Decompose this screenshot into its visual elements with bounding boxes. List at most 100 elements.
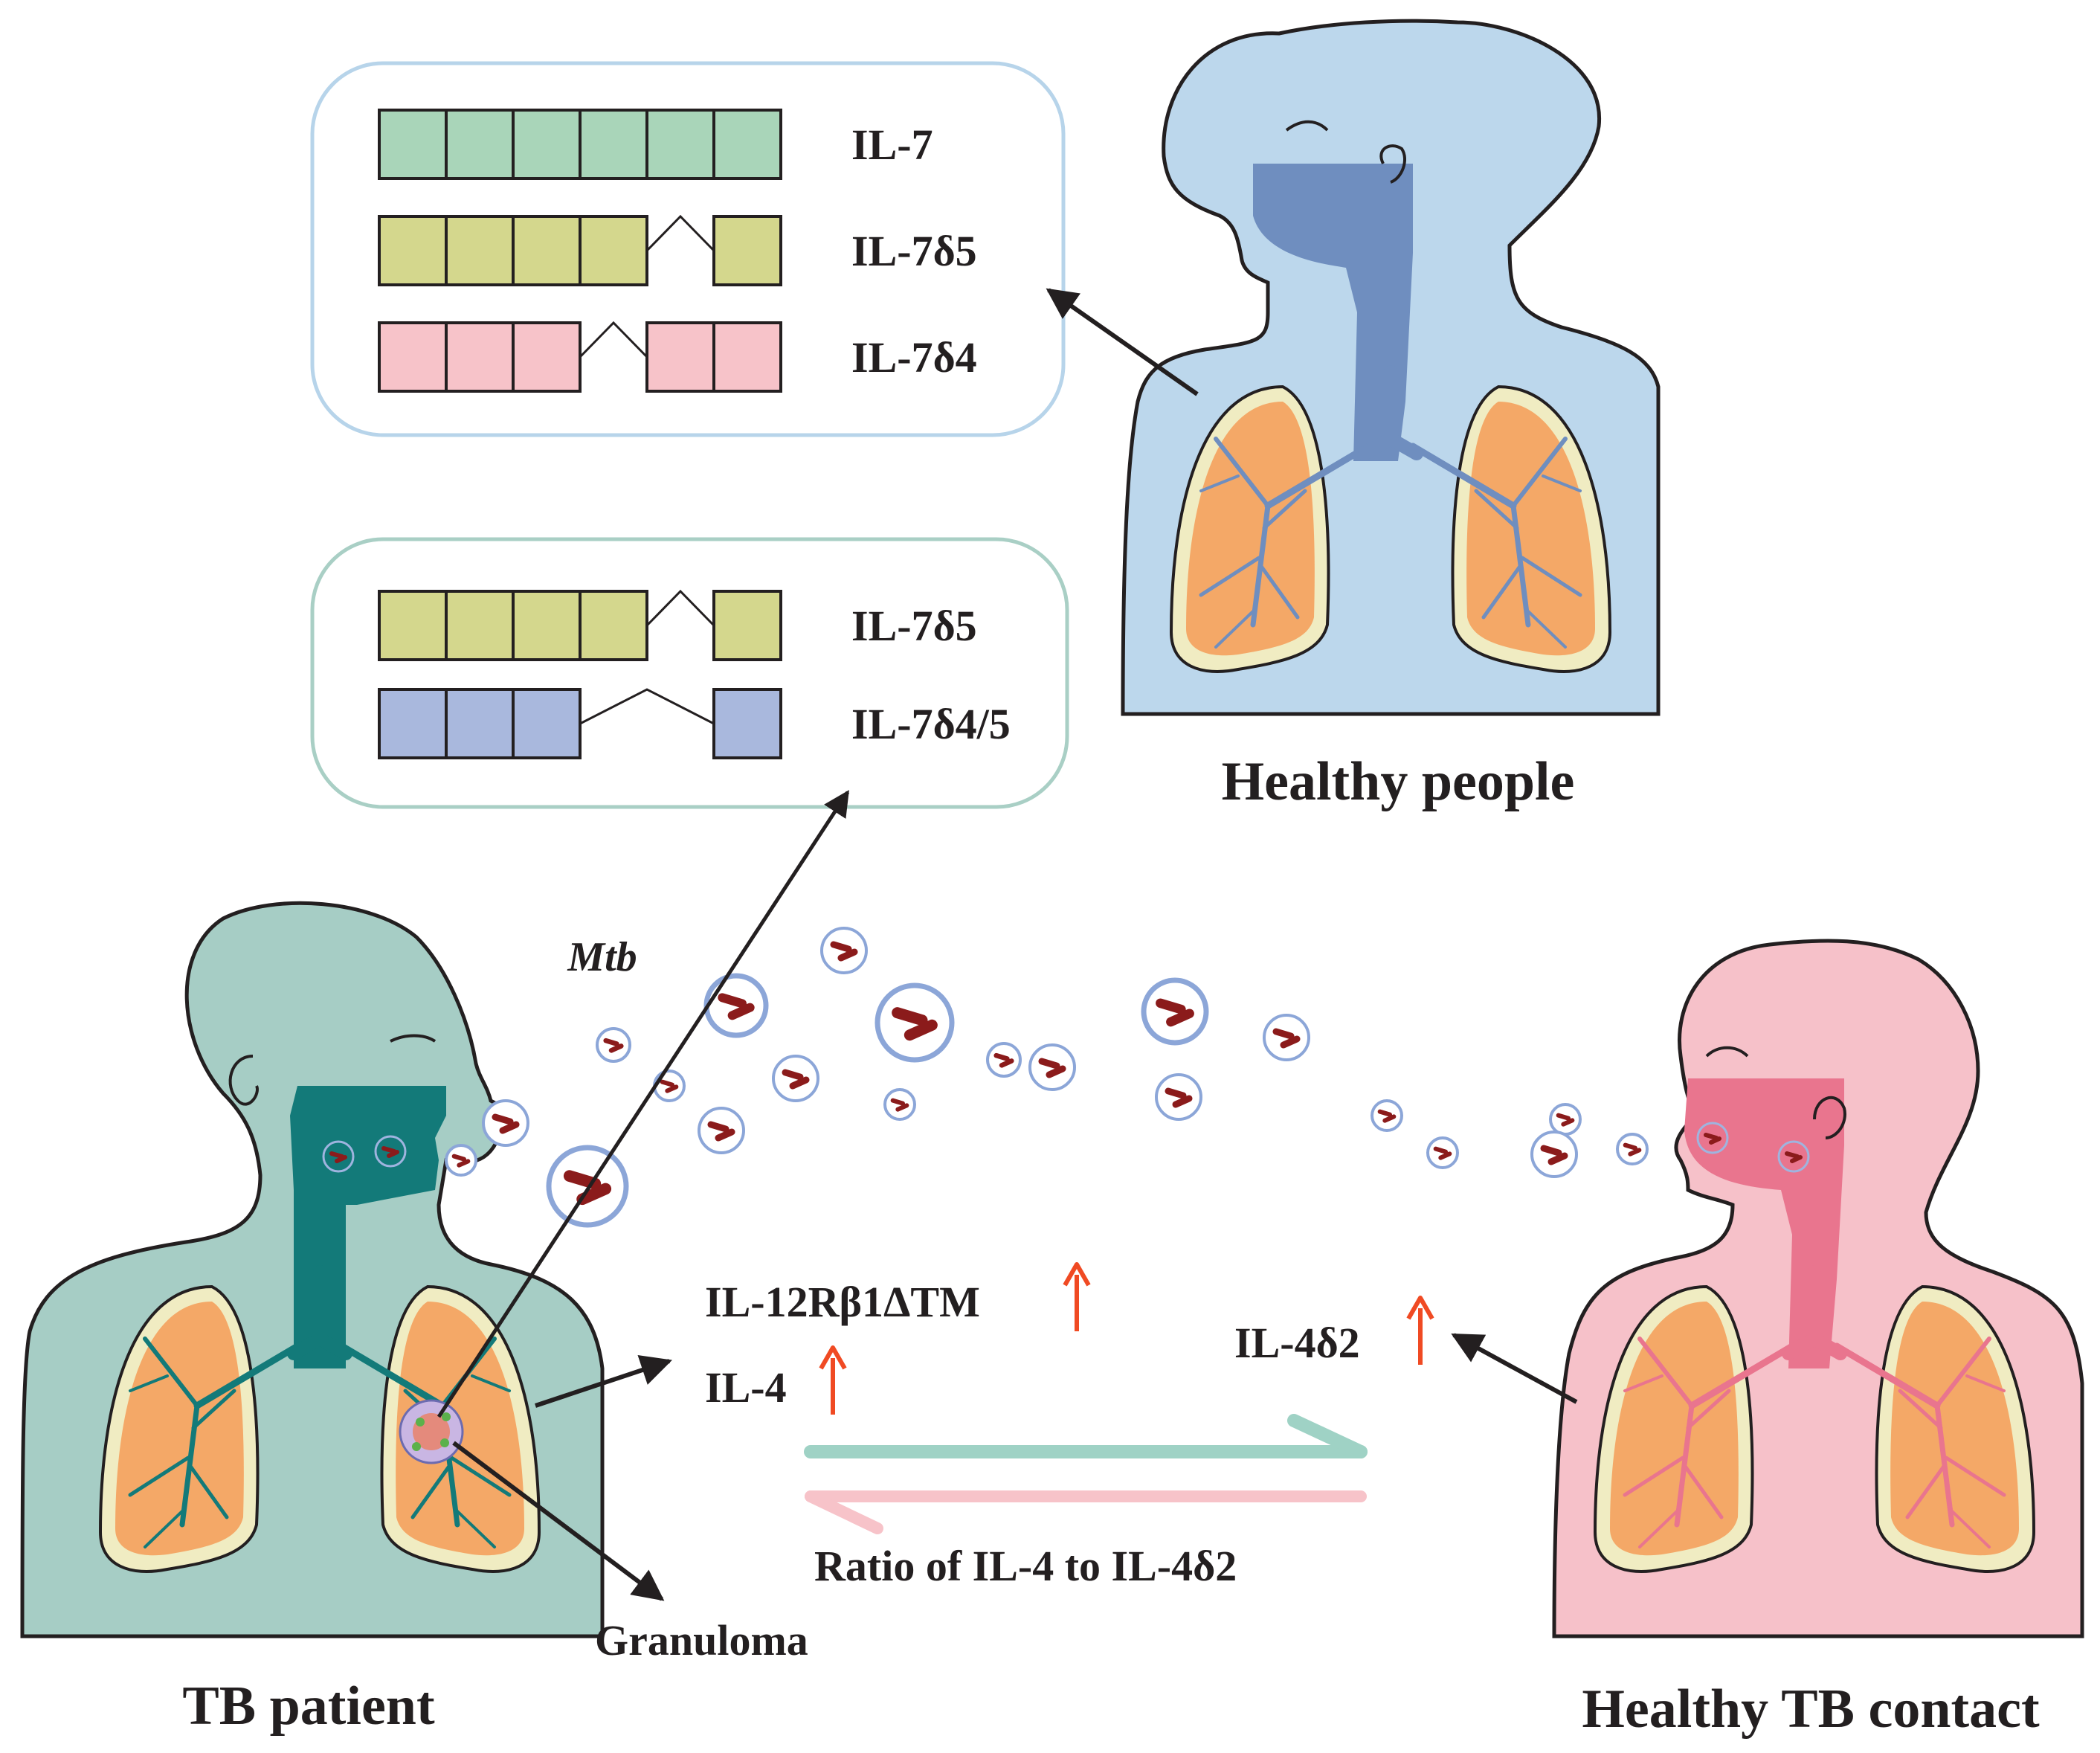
mtb-droplet [1616, 1133, 1649, 1165]
exon-2 [445, 321, 515, 393]
label-ratio: Ratio of IL-4 to IL-4δ2 [814, 1542, 1237, 1590]
exon-4 [579, 215, 648, 286]
mtb-bacterium [1785, 1151, 1803, 1163]
mtb-bacterium [603, 1038, 624, 1053]
exon-1 [378, 590, 448, 661]
arrow-granuloma-to-tb-panel [437, 790, 850, 1418]
exon-2 [445, 109, 515, 180]
exon-4 [579, 109, 648, 180]
up-arrow-head [1063, 1262, 1091, 1287]
up-arrow-head [819, 1345, 847, 1370]
mtb-droplet [698, 1107, 745, 1154]
mtb-droplet [883, 1088, 916, 1121]
mtb-droplet [1371, 1099, 1403, 1132]
splice-junction [579, 321, 648, 358]
exon-1 [378, 109, 448, 180]
healthy-person-airway [1253, 164, 1413, 461]
exon-2 [445, 215, 515, 286]
healthy-contact-ear [1813, 1096, 1846, 1139]
mtb-droplet [445, 1144, 477, 1177]
mtb-droplet [703, 973, 769, 1038]
arrow-granuloma-label [452, 1441, 665, 1601]
arrow-contact-to-il4d2 [1451, 1333, 1578, 1404]
tb-patient-figure [20, 901, 605, 1638]
mtb-droplet-mouth [1777, 1140, 1810, 1173]
mtb-droplet [875, 982, 955, 1063]
isoform-label: IL-7 [851, 120, 933, 169]
bronchi-left [128, 1337, 301, 1548]
label-tb-patient: TB patient [182, 1676, 435, 1737]
tb-patient-eye [390, 1034, 437, 1043]
mtb-bacterium [1540, 1145, 1568, 1165]
splice-junction [645, 214, 715, 252]
ratio-arrows [804, 1414, 1368, 1534]
mtb-bacterium [1156, 998, 1194, 1027]
up-arrow-il12 [1063, 1262, 1091, 1331]
mtb-bacterium [1623, 1142, 1642, 1157]
lung-left-tissue [1610, 1302, 1739, 1556]
mtb-bacterium [1038, 1058, 1066, 1078]
mtb-bacterium [890, 1098, 909, 1112]
isoform-row-IL-7δ5: IL-7δ5 [378, 589, 977, 661]
mtb-bacterium [782, 1069, 810, 1090]
exon-3 [512, 688, 582, 759]
mtb-droplet [1155, 1073, 1202, 1121]
mtb-droplet [1263, 1014, 1310, 1061]
healthy-person-figure [1121, 19, 1661, 716]
lung-left-tissue [1186, 402, 1315, 656]
panel-tb-frame [310, 537, 1069, 809]
mtb-bacterium [718, 993, 755, 1020]
up-arrow-il4 [819, 1345, 847, 1415]
exon-4 [579, 590, 648, 661]
healthy-person-lungs [1169, 365, 1612, 673]
bronchi-left [1623, 1337, 1796, 1548]
exon-2 [445, 688, 515, 759]
exon-3 [512, 590, 582, 661]
mtb-bacterium [381, 1146, 399, 1158]
exon-6 [712, 321, 782, 393]
label-healthy-people: Healthy people [1222, 751, 1575, 812]
mtb-droplet-mouth [374, 1135, 407, 1168]
mtb-droplet [772, 1055, 819, 1102]
mtb-droplet-mouth [322, 1140, 355, 1173]
trachea-split [1358, 365, 1423, 460]
isoform-row-IL-7: IL-7 [378, 109, 933, 180]
exon-2 [445, 590, 515, 661]
splice-junction [645, 589, 715, 627]
mtb-droplet [1141, 977, 1209, 1046]
up-arrow-head [1406, 1296, 1434, 1320]
mtb-bacterium [1272, 1028, 1301, 1049]
mtb-bacterium [451, 1154, 471, 1168]
arrow-tb-to-cytokines [535, 1355, 672, 1408]
mtb-droplets [322, 927, 1810, 1228]
exon-3 [512, 109, 582, 180]
healthy-contact-figure [1552, 939, 2084, 1638]
mtb-bacterium [660, 1079, 679, 1093]
label-il4d2: IL-4δ2 [1234, 1319, 1360, 1367]
healthy-person-eye [1285, 120, 1329, 132]
mtb-bacterium [492, 1113, 520, 1134]
mtb-droplet [1028, 1043, 1076, 1091]
exon-6 [712, 688, 782, 759]
mtb-droplet [596, 1027, 631, 1063]
mtb-bacterium [707, 1121, 735, 1142]
exon-5 [645, 109, 715, 180]
mtb-droplet [820, 927, 868, 974]
mtb-bacterium [1377, 1109, 1397, 1123]
exon-6 [712, 215, 782, 286]
splice-junction [579, 688, 715, 725]
exon-1 [378, 321, 448, 393]
trachea-split [287, 1265, 352, 1360]
healthy-contact-eye [1705, 1046, 1749, 1058]
isoform-row-IL-7δ4: IL-7δ4 [378, 321, 977, 393]
mtb-droplet [482, 1099, 529, 1147]
granuloma [399, 1399, 464, 1464]
exon-1 [378, 688, 448, 759]
mtb-droplet [986, 1042, 1022, 1078]
tb-patient-ear [228, 1055, 259, 1106]
exon-3 [512, 321, 582, 393]
lung-left-tissue [115, 1302, 244, 1556]
